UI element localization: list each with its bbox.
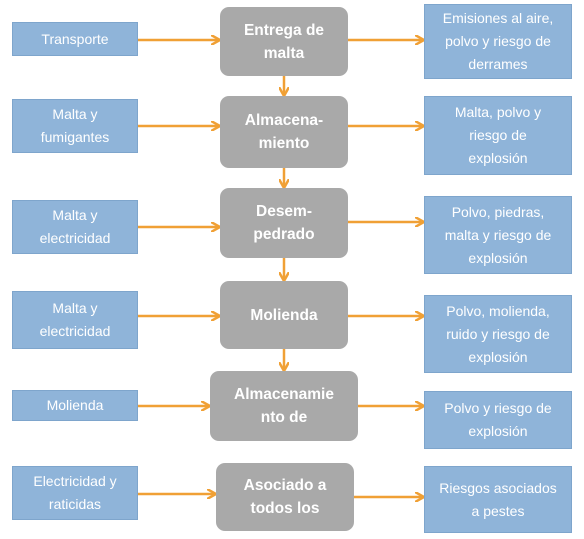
output-box-polvo-riesgo: Polvo y riesgo de explosión [424, 391, 572, 449]
output-label: Emisiones al aire, polvo y riesgo de der… [442, 10, 554, 72]
process-label: Molienda [250, 306, 318, 324]
output-box-riesgos-pestes: Riesgos asociados a pestes [424, 466, 572, 533]
process-label: Almacenamie nto de [234, 386, 334, 426]
output-label: Polvo, molienda, ruido y riesgo de explo… [446, 302, 550, 365]
process-label: Almacena- miento [244, 112, 324, 152]
output-label: Polvo y riesgo de explosión [444, 400, 552, 439]
input-label: Transporte [41, 30, 109, 47]
input-box-molienda: Molienda [12, 390, 138, 421]
input-label: Malta y electricidad [39, 207, 111, 246]
process-label: Entrega de malta [243, 21, 325, 62]
output-label: Riesgos asociados a pestes [439, 479, 557, 519]
process-box-asociado: Asociado a todos los [216, 463, 354, 531]
input-box-malta-electricidad-1: Malta y electricidad [12, 200, 138, 254]
output-box-polvo-molienda: Polvo, molienda, ruido y riesgo de explo… [424, 295, 572, 373]
input-box-transporte: Transporte [12, 22, 138, 56]
process-label: Asociado a todos los [243, 477, 327, 517]
output-label: Polvo, piedras, malta y riesgo de explos… [444, 203, 552, 266]
output-box-malta-polvo: Malta, polvo y riesgo de explosión [424, 96, 572, 175]
process-label: Desem- pedrado [253, 203, 315, 243]
input-label: Malta y electricidad [39, 300, 111, 339]
input-label: Malta y fumigantes [40, 106, 110, 145]
input-label: Electricidad y raticidas [33, 473, 117, 512]
process-box-almacenamiento: Almacena- miento [220, 96, 348, 168]
process-box-almacenamiento-de: Almacenamie nto de [210, 371, 358, 441]
output-box-emisiones: Emisiones al aire, polvo y riesgo de der… [424, 4, 572, 79]
input-label: Molienda [46, 397, 104, 413]
process-box-molienda: Molienda [220, 281, 348, 349]
input-box-electricidad-raticidas: Electricidad y raticidas [12, 466, 138, 520]
output-label: Malta, polvo y riesgo de explosión [454, 104, 542, 166]
process-box-despedrado: Desem- pedrado [220, 188, 348, 258]
process-box-entrega-de-malta: Entrega de malta [220, 7, 348, 76]
output-box-polvo-piedras: Polvo, piedras, malta y riesgo de explos… [424, 196, 572, 274]
input-box-malta-electricidad-2: Malta y electricidad [12, 291, 138, 349]
input-box-malta-fumigantes: Malta y fumigantes [12, 99, 138, 153]
